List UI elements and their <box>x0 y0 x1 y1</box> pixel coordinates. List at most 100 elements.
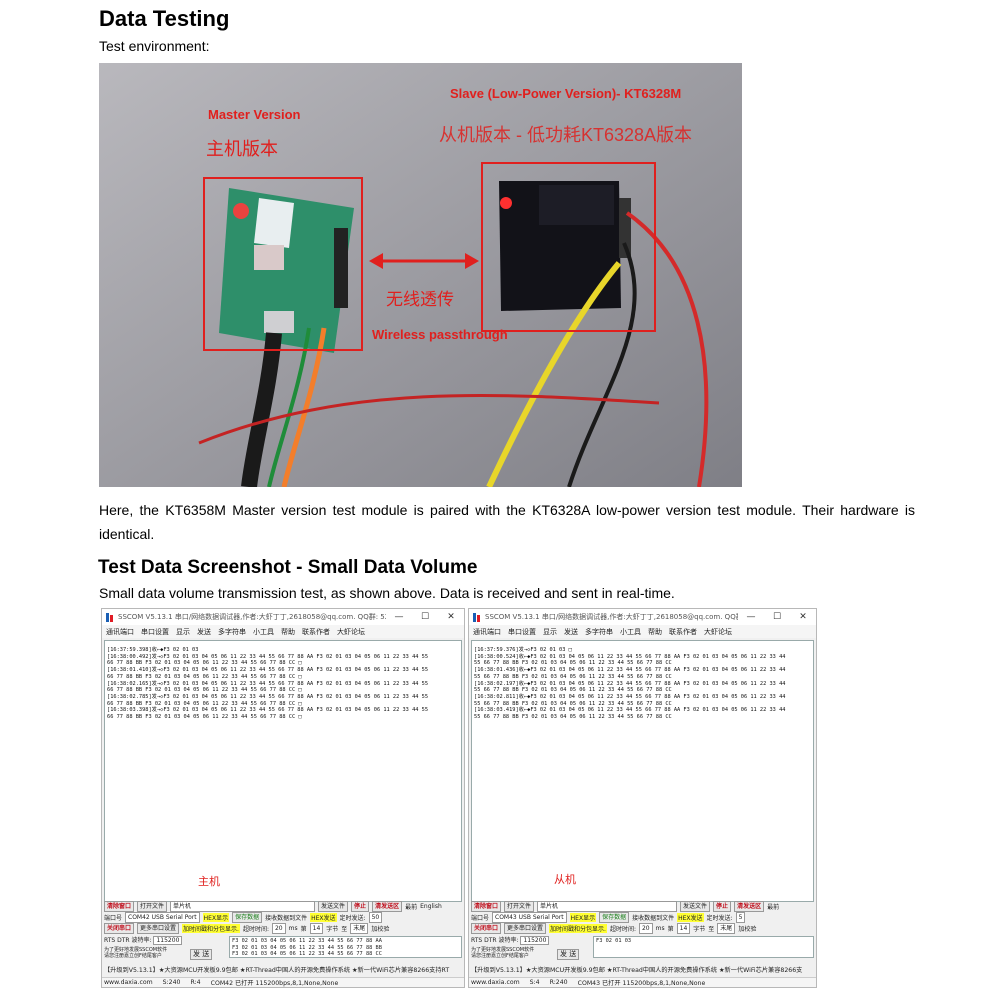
port-select[interactable]: COM42 USB Serial Port <box>125 912 200 923</box>
topmost-checkbox[interactable]: 最前 <box>405 904 418 911</box>
hex-display-checkbox[interactable]: HEX显示 <box>569 913 597 922</box>
clear-send-button[interactable]: 清发送区 <box>734 901 765 912</box>
maximize-icon[interactable]: ☐ <box>772 612 782 622</box>
ad-bar[interactable]: 【升级到V5.13.1】★大资源MCU开发板9.9包邮 ★RT-Thread中国… <box>104 967 450 974</box>
timestamp-checkbox[interactable]: 加时间戳和分包显示. <box>549 924 607 933</box>
send-button[interactable]: 发 送 <box>190 949 213 960</box>
menu-item[interactable]: 大虾论坛 <box>337 627 365 636</box>
stop-button[interactable]: 停止 <box>351 901 370 912</box>
menu-item[interactable]: 多字符串 <box>218 627 246 636</box>
menu-item[interactable]: 串口设置 <box>141 627 169 636</box>
side-note: 为了更好地发展SSCOM软件 请您注册嘉立创F结尾客户 <box>471 947 535 959</box>
ad-bar[interactable]: 【升级到V5.13.1】★大资源MCU开发板9.9包邮 ★RT-Thread中国… <box>471 967 803 974</box>
timed-send-input[interactable]: 5 <box>735 912 746 923</box>
timeout-label: 超时时间: <box>242 926 269 933</box>
menu-item[interactable]: 串口设置 <box>508 627 536 636</box>
to-label: 至 <box>708 926 715 933</box>
role-label: 从机 <box>554 874 576 886</box>
clear-window-button[interactable]: 清除窗口 <box>471 901 502 912</box>
receive-area[interactable]: [16:37:59.376]发→◇F3 02 01 03 □ [16:38:00… <box>471 640 814 902</box>
menu-item[interactable]: 通讯端口 <box>106 627 134 636</box>
menu-item[interactable]: 多字符串 <box>585 627 613 636</box>
open-file-button[interactable]: 打开文件 <box>504 901 535 912</box>
checksum-label[interactable]: 加校验 <box>738 926 757 933</box>
file-path-input[interactable]: 单片机 <box>170 901 316 912</box>
menu-item[interactable]: 发送 <box>197 627 211 636</box>
menu-item[interactable]: 联系作者 <box>302 627 330 636</box>
baud-select[interactable]: 115200 <box>153 936 183 945</box>
hex-send-checkbox[interactable]: HEX发送 <box>310 913 337 922</box>
menu-item[interactable]: 帮助 <box>648 627 662 636</box>
baud-select[interactable]: 115200 <box>520 936 550 945</box>
rts-checkbox[interactable]: RTS <box>471 937 483 944</box>
minimize-icon[interactable]: — <box>394 612 404 622</box>
to-select[interactable]: 末尾 <box>717 923 736 934</box>
topmost-checkbox[interactable]: 最前 <box>767 904 780 911</box>
send-file-button[interactable]: 发送文件 <box>318 901 349 912</box>
byte-unit: 字节 <box>326 926 339 933</box>
byte-unit: 字节 <box>693 926 706 933</box>
more-settings-button[interactable]: 更多串口设置 <box>504 923 547 934</box>
clear-send-button[interactable]: 清发送区 <box>372 901 403 912</box>
english-checkbox[interactable]: English <box>420 903 442 910</box>
timestamp-checkbox[interactable]: 加时间戳和分包显示. <box>182 924 240 933</box>
close-icon[interactable]: ✕ <box>799 612 807 622</box>
stop-button[interactable]: 停止 <box>713 901 732 912</box>
timed-send-checkbox[interactable]: 定时发送: <box>339 915 366 922</box>
clear-window-button[interactable]: 清除窗口 <box>104 901 135 912</box>
rts-checkbox[interactable]: RTS <box>104 937 116 944</box>
master-box <box>203 177 363 351</box>
timeout-input[interactable]: 20 <box>271 923 286 934</box>
hex-send-checkbox[interactable]: HEX发送 <box>677 913 704 922</box>
status-site[interactable]: www.daxia.com <box>104 979 153 986</box>
save-data-button[interactable]: 保存数据 <box>599 912 630 923</box>
send-button[interactable]: 发 送 <box>557 949 580 960</box>
menu-item[interactable]: 显示 <box>543 627 557 636</box>
status-bar: www.daxia.com S:4 R:240 COM43 已打开 115200… <box>469 977 816 987</box>
wireless-cn-label: 无线透传 <box>386 290 454 309</box>
byte-input[interactable]: 14 <box>309 923 324 934</box>
menu-item[interactable]: 显示 <box>176 627 190 636</box>
slave-en-label: Slave (Low-Power Version)- KT6328M <box>450 86 682 101</box>
status-site[interactable]: www.daxia.com <box>471 979 520 986</box>
sscom-window-master: SSCOM V5.13.1 串口/网络数据调试器,作者:大虾丁丁,2618058… <box>101 608 465 988</box>
close-icon[interactable]: ✕ <box>447 612 455 622</box>
side-note: 为了更好地发展SSCOM软件 请您注册嘉立创F结尾客户 <box>104 947 168 959</box>
dtr-checkbox[interactable]: DTR <box>484 937 497 944</box>
close-port-button[interactable]: 关闭串口 <box>104 923 135 934</box>
maximize-icon[interactable]: ☐ <box>420 612 430 622</box>
menu-item[interactable]: 帮助 <box>281 627 295 636</box>
more-settings-button[interactable]: 更多串口设置 <box>137 923 180 934</box>
checksum-label[interactable]: 加校验 <box>371 926 390 933</box>
file-path-input[interactable]: 单片机 <box>537 901 678 912</box>
port-label: 端口号 <box>104 915 123 922</box>
open-file-button[interactable]: 打开文件 <box>137 901 168 912</box>
recv-to-file-checkbox[interactable]: 接收数据到文件 <box>265 915 308 922</box>
send-input[interactable]: F3 02 01 03 <box>593 936 814 958</box>
dtr-checkbox[interactable]: DTR <box>117 937 130 944</box>
menu-item[interactable]: 小工具 <box>253 627 274 636</box>
timed-send-checkbox[interactable]: 定时发送: <box>706 915 733 922</box>
menu-item[interactable]: 大虾论坛 <box>704 627 732 636</box>
send-file-button[interactable]: 发送文件 <box>680 901 711 912</box>
send-input[interactable]: F3 02 01 03 04 05 06 11 22 33 44 55 66 7… <box>229 936 462 958</box>
hex-display-checkbox[interactable]: HEX显示 <box>202 913 230 922</box>
window-titlebar: SSCOM V5.13.1 串口/网络数据调试器,作者:大虾丁丁,2618058… <box>469 609 816 625</box>
close-port-button[interactable]: 关闭串口 <box>471 923 502 934</box>
menu-item[interactable]: 小工具 <box>620 627 641 636</box>
to-select[interactable]: 末尾 <box>350 923 369 934</box>
control-row-1: 清除窗口 打开文件 单片机 发送文件 停止 清发送区 最前 <box>471 901 814 912</box>
menu-item[interactable]: 通讯端口 <box>473 627 501 636</box>
timeout-label: 超时时间: <box>609 926 636 933</box>
save-data-button[interactable]: 保存数据 <box>232 912 263 923</box>
receive-area[interactable]: [16:37:59.398]收←◆F3 02 01 03 [16:38:00.4… <box>104 640 462 902</box>
port-select[interactable]: COM43 USB Serial Port <box>492 912 567 923</box>
timed-send-input[interactable]: 50 <box>368 912 383 923</box>
recv-to-file-checkbox[interactable]: 接收数据到文件 <box>632 915 675 922</box>
menu-item[interactable]: 发送 <box>564 627 578 636</box>
status-bar: www.daxia.com S:240 R:4 COM42 已打开 115200… <box>102 977 464 987</box>
byte-input[interactable]: 14 <box>676 923 691 934</box>
menu-item[interactable]: 联系作者 <box>669 627 697 636</box>
minimize-icon[interactable]: — <box>746 612 756 622</box>
timeout-input[interactable]: 20 <box>638 923 653 934</box>
